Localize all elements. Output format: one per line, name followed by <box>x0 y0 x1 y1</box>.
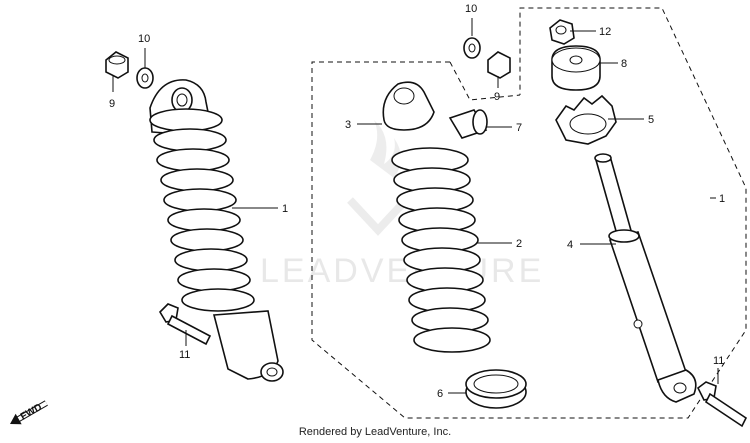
callout-mid-6: 6 <box>437 388 443 400</box>
callout-right-8: 8 <box>621 58 627 70</box>
callout-mid-9: 9 <box>494 91 500 103</box>
nut-mid <box>487 51 511 79</box>
spring-seat-upper <box>382 81 435 131</box>
lock-nut <box>549 19 575 45</box>
watermark-text: LEADVENTURE <box>260 252 544 290</box>
callout-mid-7: 7 <box>516 122 522 134</box>
callout-left-1: 1 <box>282 203 288 215</box>
callout-right-5: 5 <box>648 114 654 126</box>
washer-mid <box>463 37 481 59</box>
rubber-bushing <box>551 45 601 91</box>
callout-left-11: 11 <box>179 349 190 361</box>
bolt-left <box>158 303 212 346</box>
mid-spring <box>391 147 491 353</box>
callout-mid-2: 2 <box>516 238 522 250</box>
left-shock-assembly <box>105 51 284 382</box>
assembly-boundary <box>311 7 747 419</box>
callout-right-4: 4 <box>567 239 573 251</box>
callout-right-1: 1 <box>719 193 725 205</box>
assembly-boundary-inner <box>449 61 521 101</box>
cap-nut-left <box>105 51 129 79</box>
washer-left <box>136 67 154 89</box>
right-assembly <box>549 19 748 428</box>
footer-credit: Rendered by LeadVenture, Inc. <box>298 426 452 438</box>
fwd-arrow: FWD <box>10 400 48 425</box>
mid-assembly <box>382 37 527 409</box>
stopper-ring <box>555 94 617 145</box>
bushing <box>448 109 488 139</box>
fwd-label: FWD <box>19 402 44 423</box>
callout-left-9: 9 <box>109 98 115 110</box>
callout-right-12: 12 <box>599 26 611 38</box>
callout-mid-3: 3 <box>345 119 351 131</box>
left-spring <box>149 108 255 312</box>
bolt-right <box>696 381 748 428</box>
callout-left-10: 10 <box>138 33 150 45</box>
callout-mid-10: 10 <box>465 3 477 15</box>
damper-unit <box>594 153 697 403</box>
callout-right-11: 11 <box>713 355 724 367</box>
spring-seat-lower <box>465 369 527 409</box>
